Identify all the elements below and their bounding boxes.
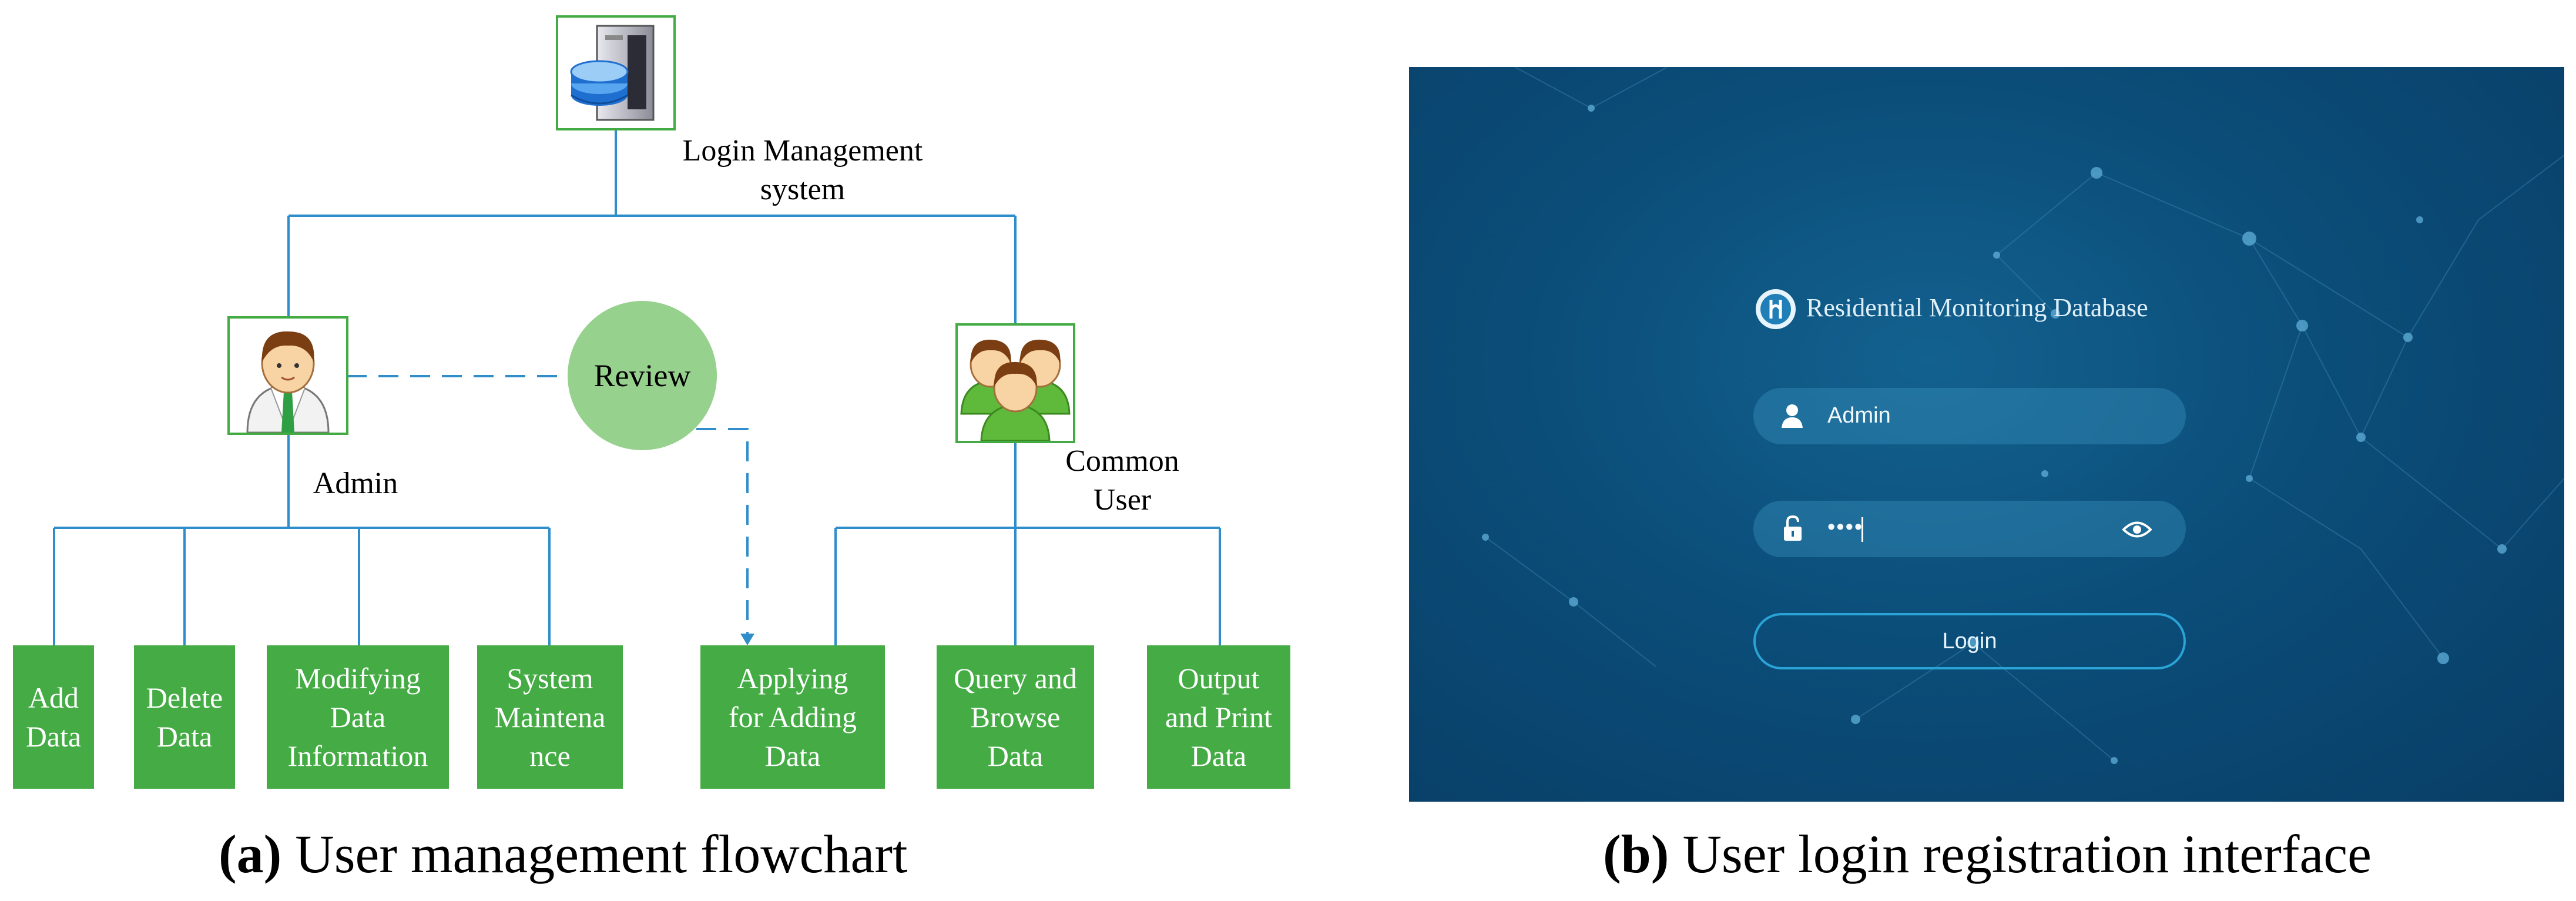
root-label: Login Management system bbox=[682, 134, 923, 206]
caption-b-text: User login registration interface bbox=[1669, 824, 2372, 884]
caption-a-text: User management flowchart bbox=[281, 824, 908, 884]
task-delete-data: Delete Data bbox=[134, 645, 235, 789]
text-cursor bbox=[1861, 517, 1863, 542]
admin-icon-frame bbox=[227, 316, 348, 435]
task-add-data: Add Data bbox=[13, 645, 94, 789]
login-button[interactable]: Login bbox=[1753, 613, 2186, 669]
admin-user-icon bbox=[246, 331, 330, 434]
task-system-maintenance: System Maintena nce bbox=[477, 645, 623, 789]
review-node: Review bbox=[568, 301, 717, 450]
arrowhead-applying bbox=[740, 634, 754, 645]
user-icon bbox=[1782, 404, 1803, 428]
login-button-label: Login bbox=[1942, 628, 1997, 654]
lock-icon bbox=[1784, 515, 1802, 541]
review-label: Review bbox=[593, 358, 691, 393]
caption-b-tag: (b) bbox=[1603, 824, 1669, 884]
dashed-review-applying bbox=[696, 428, 749, 636]
task-query-and-browse-data: Query and Browse Data bbox=[937, 645, 1094, 789]
root-icon-frame bbox=[556, 15, 676, 130]
username-value: Admin bbox=[1827, 403, 1891, 428]
task-output-and-print-data: Output and Print Data bbox=[1147, 645, 1290, 789]
eye-icon[interactable] bbox=[2122, 520, 2152, 540]
logo-icon bbox=[1756, 289, 1796, 329]
caption-b: (b) User login registration interface bbox=[1603, 822, 2372, 886]
login-screenshot bbox=[1409, 67, 2564, 802]
admin-label: Admin bbox=[313, 467, 398, 500]
task-applying-for-adding-data: Applying for Adding Data bbox=[700, 645, 885, 789]
database-server-icon bbox=[570, 25, 655, 121]
common-user-label: Common User bbox=[1065, 444, 1179, 517]
network-background bbox=[1482, 67, 2564, 764]
username-field[interactable] bbox=[1753, 388, 2186, 444]
password-field[interactable] bbox=[1753, 501, 2186, 557]
common-user-icon-frame bbox=[955, 323, 1075, 443]
password-value: •••• bbox=[1827, 515, 1864, 540]
user-group-icon bbox=[960, 339, 1071, 442]
caption-a-tag: (a) bbox=[219, 824, 282, 884]
task-modifying-data-information: Modifying Data Information bbox=[267, 645, 449, 789]
caption-a: (a) User management flowchart bbox=[219, 822, 908, 886]
login-title: Residential Monitoring Database bbox=[1806, 293, 2148, 322]
